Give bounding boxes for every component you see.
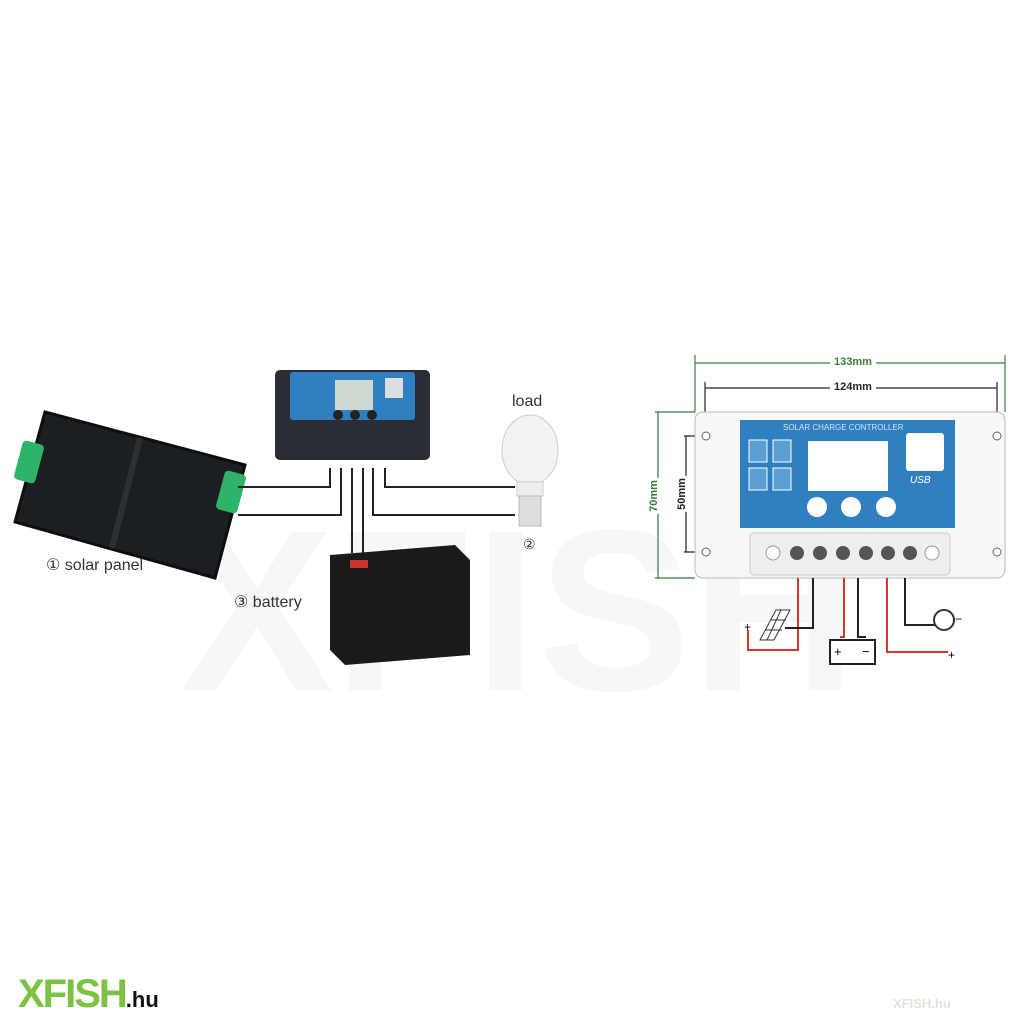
solar-panel-image	[13, 410, 247, 580]
light-bulb-icon	[933, 609, 955, 631]
xfish-logo: XFISH.hu	[18, 972, 159, 1016]
corner-watermark: XFISH.hu	[893, 996, 951, 1011]
load-label: load	[512, 393, 543, 410]
hole-height-label: 50mm	[675, 476, 688, 512]
battery-plus: +	[834, 644, 842, 659]
left-wiring	[238, 468, 515, 560]
load-number: ②	[523, 536, 536, 552]
solar-panel-label: ① solar panel	[46, 557, 144, 574]
load-plus: +	[948, 648, 956, 662]
wiring-schematic	[747, 578, 955, 665]
outer-height-label: 70mm	[647, 478, 660, 514]
outer-width-label: 133mm	[830, 356, 876, 368]
battery-label: ③ battery	[234, 594, 302, 611]
solar-plus: +	[744, 620, 752, 634]
charge-controller-photo	[275, 370, 430, 460]
battery-minus: −	[862, 644, 870, 659]
load-minus: −	[955, 612, 963, 626]
solar-panel-icon	[759, 609, 791, 641]
battery-image	[330, 545, 470, 665]
controller-outline-drawing	[694, 411, 1006, 579]
load-bulb-image	[501, 414, 559, 527]
usb-label: USB	[910, 475, 931, 486]
controller-title: SOLAR CHARGE CONTROLLER	[783, 423, 904, 432]
hole-width-label: 124mm	[830, 381, 876, 393]
